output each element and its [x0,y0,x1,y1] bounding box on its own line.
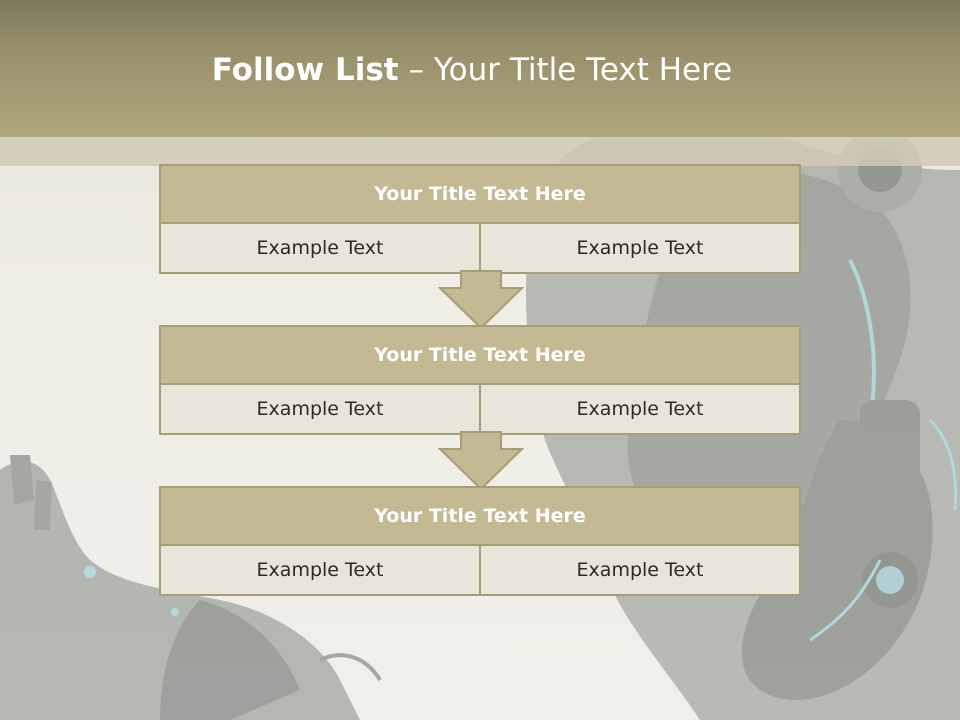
step-block-1: Your Title Text Here Example Text Exampl… [159,164,801,274]
down-arrow-icon [438,270,524,330]
step-title: Your Title Text Here [161,327,799,385]
down-arrow-icon [438,431,524,491]
step-row: Example Text Example Text [161,224,799,272]
header-band [0,0,960,137]
step-cell-left: Example Text [161,224,479,272]
step-block-2: Your Title Text Here Example Text Exampl… [159,325,801,435]
slide-title: Follow List – Your Title Text Here [0,52,944,88]
step-cell-left: Example Text [161,546,479,594]
subheader-band [0,137,960,166]
step-cell-right: Example Text [479,385,799,433]
step-block-3: Your Title Text Here Example Text Exampl… [159,486,801,596]
slide-title-strong: Follow List [211,52,399,88]
step-row: Example Text Example Text [161,546,799,594]
slide-title-rest: Your Title Text Here [433,52,733,88]
step-title: Your Title Text Here [161,488,799,546]
step-cell-left: Example Text [161,385,479,433]
step-title: Your Title Text Here [161,166,799,224]
step-cell-right: Example Text [479,546,799,594]
step-row: Example Text Example Text [161,385,799,433]
step-cell-right: Example Text [479,224,799,272]
slide-title-separator: – [408,52,424,88]
